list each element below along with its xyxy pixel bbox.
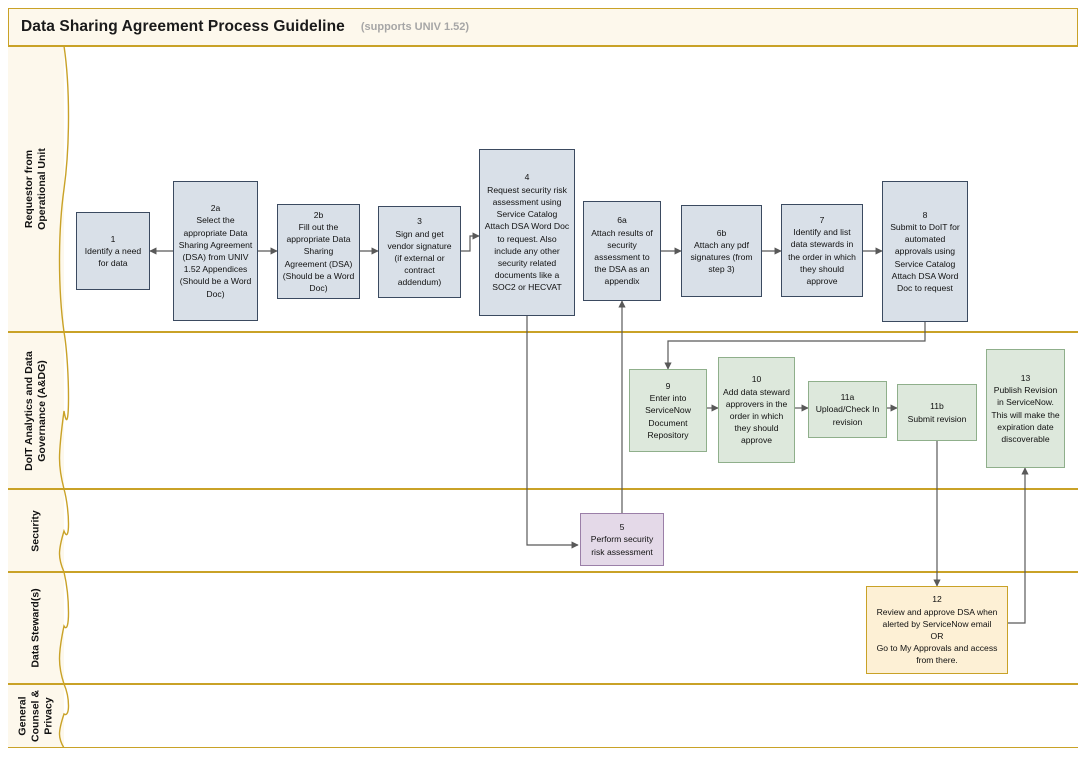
node-number: 9: [665, 380, 671, 391]
process-node-2b[interactable]: 2b Fill out the appropriate Data Sharing…: [277, 204, 360, 299]
node-text: Review and approve DSA when alerted by S…: [876, 606, 998, 666]
lane-header-counsel: General Counsel & Privacy: [8, 684, 64, 748]
process-node-10[interactable]: 10 Add data steward approvers in the ord…: [718, 357, 795, 463]
node-text: Submit to DoIT for automated approvals u…: [890, 221, 960, 293]
node-number: 1: [110, 233, 116, 244]
node-number: 8: [922, 209, 928, 220]
node-text: Attach any pdf signatures (from step 3): [690, 239, 753, 275]
lane-label-counsel: General Counsel & Privacy: [16, 690, 55, 742]
process-node-11a[interactable]: 11a Upload/Check In revision: [808, 381, 887, 438]
node-number: 7: [819, 214, 825, 225]
lane-label-steward: Data Steward(s): [29, 588, 42, 668]
lane-header-requestor: Requestor from Operational Unit: [8, 46, 64, 332]
node-number: 10: [751, 374, 762, 385]
process-node-5[interactable]: 5 Perform security risk assessment: [580, 513, 664, 566]
node-text: Select the appropriate Data Sharing Agre…: [178, 215, 253, 299]
lane-header-column: Requestor from Operational Unit DoIT Ana…: [8, 46, 64, 748]
lane-header-steward: Data Steward(s): [8, 572, 64, 684]
node-text: Sign and get vendor signature (if extern…: [387, 228, 452, 288]
node-number: 2a: [210, 203, 221, 214]
process-node-1[interactable]: 1 Identify a need for data: [76, 212, 150, 290]
page-title: Data Sharing Agreement Process Guideline: [21, 18, 345, 35]
node-text: Request security risk assessment using S…: [484, 184, 570, 293]
process-node-3[interactable]: 3 Sign and get vendor signature (if exte…: [378, 206, 461, 298]
process-node-7[interactable]: 7 Identify and list data stewards in the…: [781, 204, 863, 297]
lane-body-security: [64, 489, 1078, 572]
process-node-6a[interactable]: 6a Attach results of security assessment…: [583, 201, 661, 301]
process-node-11b[interactable]: 11b Submit revision: [897, 384, 977, 441]
node-number: 12: [932, 594, 942, 605]
process-node-12[interactable]: 12 Review and approve DSA when alerted b…: [866, 586, 1008, 674]
node-text: Attach results of security assessment to…: [591, 227, 653, 287]
node-text: Enter into ServiceNow Document Repositor…: [645, 393, 691, 440]
process-node-2a[interactable]: 2a Select the appropriate Data Sharing A…: [173, 181, 258, 321]
diagram-title-bar: Data Sharing Agreement Process Guideline…: [8, 8, 1078, 46]
page-subtitle: (supports UNIV 1.52): [360, 21, 470, 33]
process-node-6b[interactable]: 6b Attach any pdf signatures (from step …: [681, 205, 762, 297]
node-number: 6a: [617, 215, 627, 226]
node-number: 4: [524, 172, 530, 183]
node-text: Publish Revision in ServiceNow. This wil…: [991, 385, 1060, 444]
lane-label-security: Security: [29, 509, 42, 552]
node-number: 13: [1020, 372, 1031, 383]
node-number: 2b: [313, 209, 324, 220]
node-text: Identify and list data stewards in the o…: [788, 227, 856, 286]
node-number: 3: [417, 216, 422, 227]
node-text: Add data steward approvers in the order …: [723, 386, 790, 446]
lane-label-requestor: Requestor from Operational Unit: [22, 148, 48, 230]
lane-header-security: Security: [8, 489, 64, 572]
process-node-13[interactable]: 13 Publish Revision in ServiceNow. This …: [986, 349, 1065, 468]
node-text: Perform security risk assessment: [590, 534, 654, 557]
node-number: 6b: [716, 227, 727, 238]
node-number: 11b: [930, 401, 944, 412]
node-text: Identify a need for data: [84, 245, 142, 269]
lane-header-adg: DoIT Analytics and Data Governance (A&DG…: [8, 332, 64, 489]
lane-label-adg: DoIT Analytics and Data Governance (A&DG…: [22, 350, 48, 471]
node-text: Submit revision: [907, 413, 967, 424]
node-number: 5: [619, 522, 625, 533]
lane-body-counsel: [64, 684, 1078, 748]
node-text: Fill out the appropriate Data Sharing Ag…: [282, 221, 355, 293]
process-node-9[interactable]: 9 Enter into ServiceNow Document Reposit…: [629, 369, 707, 452]
process-node-8[interactable]: 8 Submit to DoIT for automated approvals…: [882, 181, 968, 322]
node-text: Upload/Check In revision: [815, 404, 880, 427]
process-node-4[interactable]: 4 Request security risk assessment using…: [479, 149, 575, 316]
node-number: 11a: [840, 392, 855, 403]
